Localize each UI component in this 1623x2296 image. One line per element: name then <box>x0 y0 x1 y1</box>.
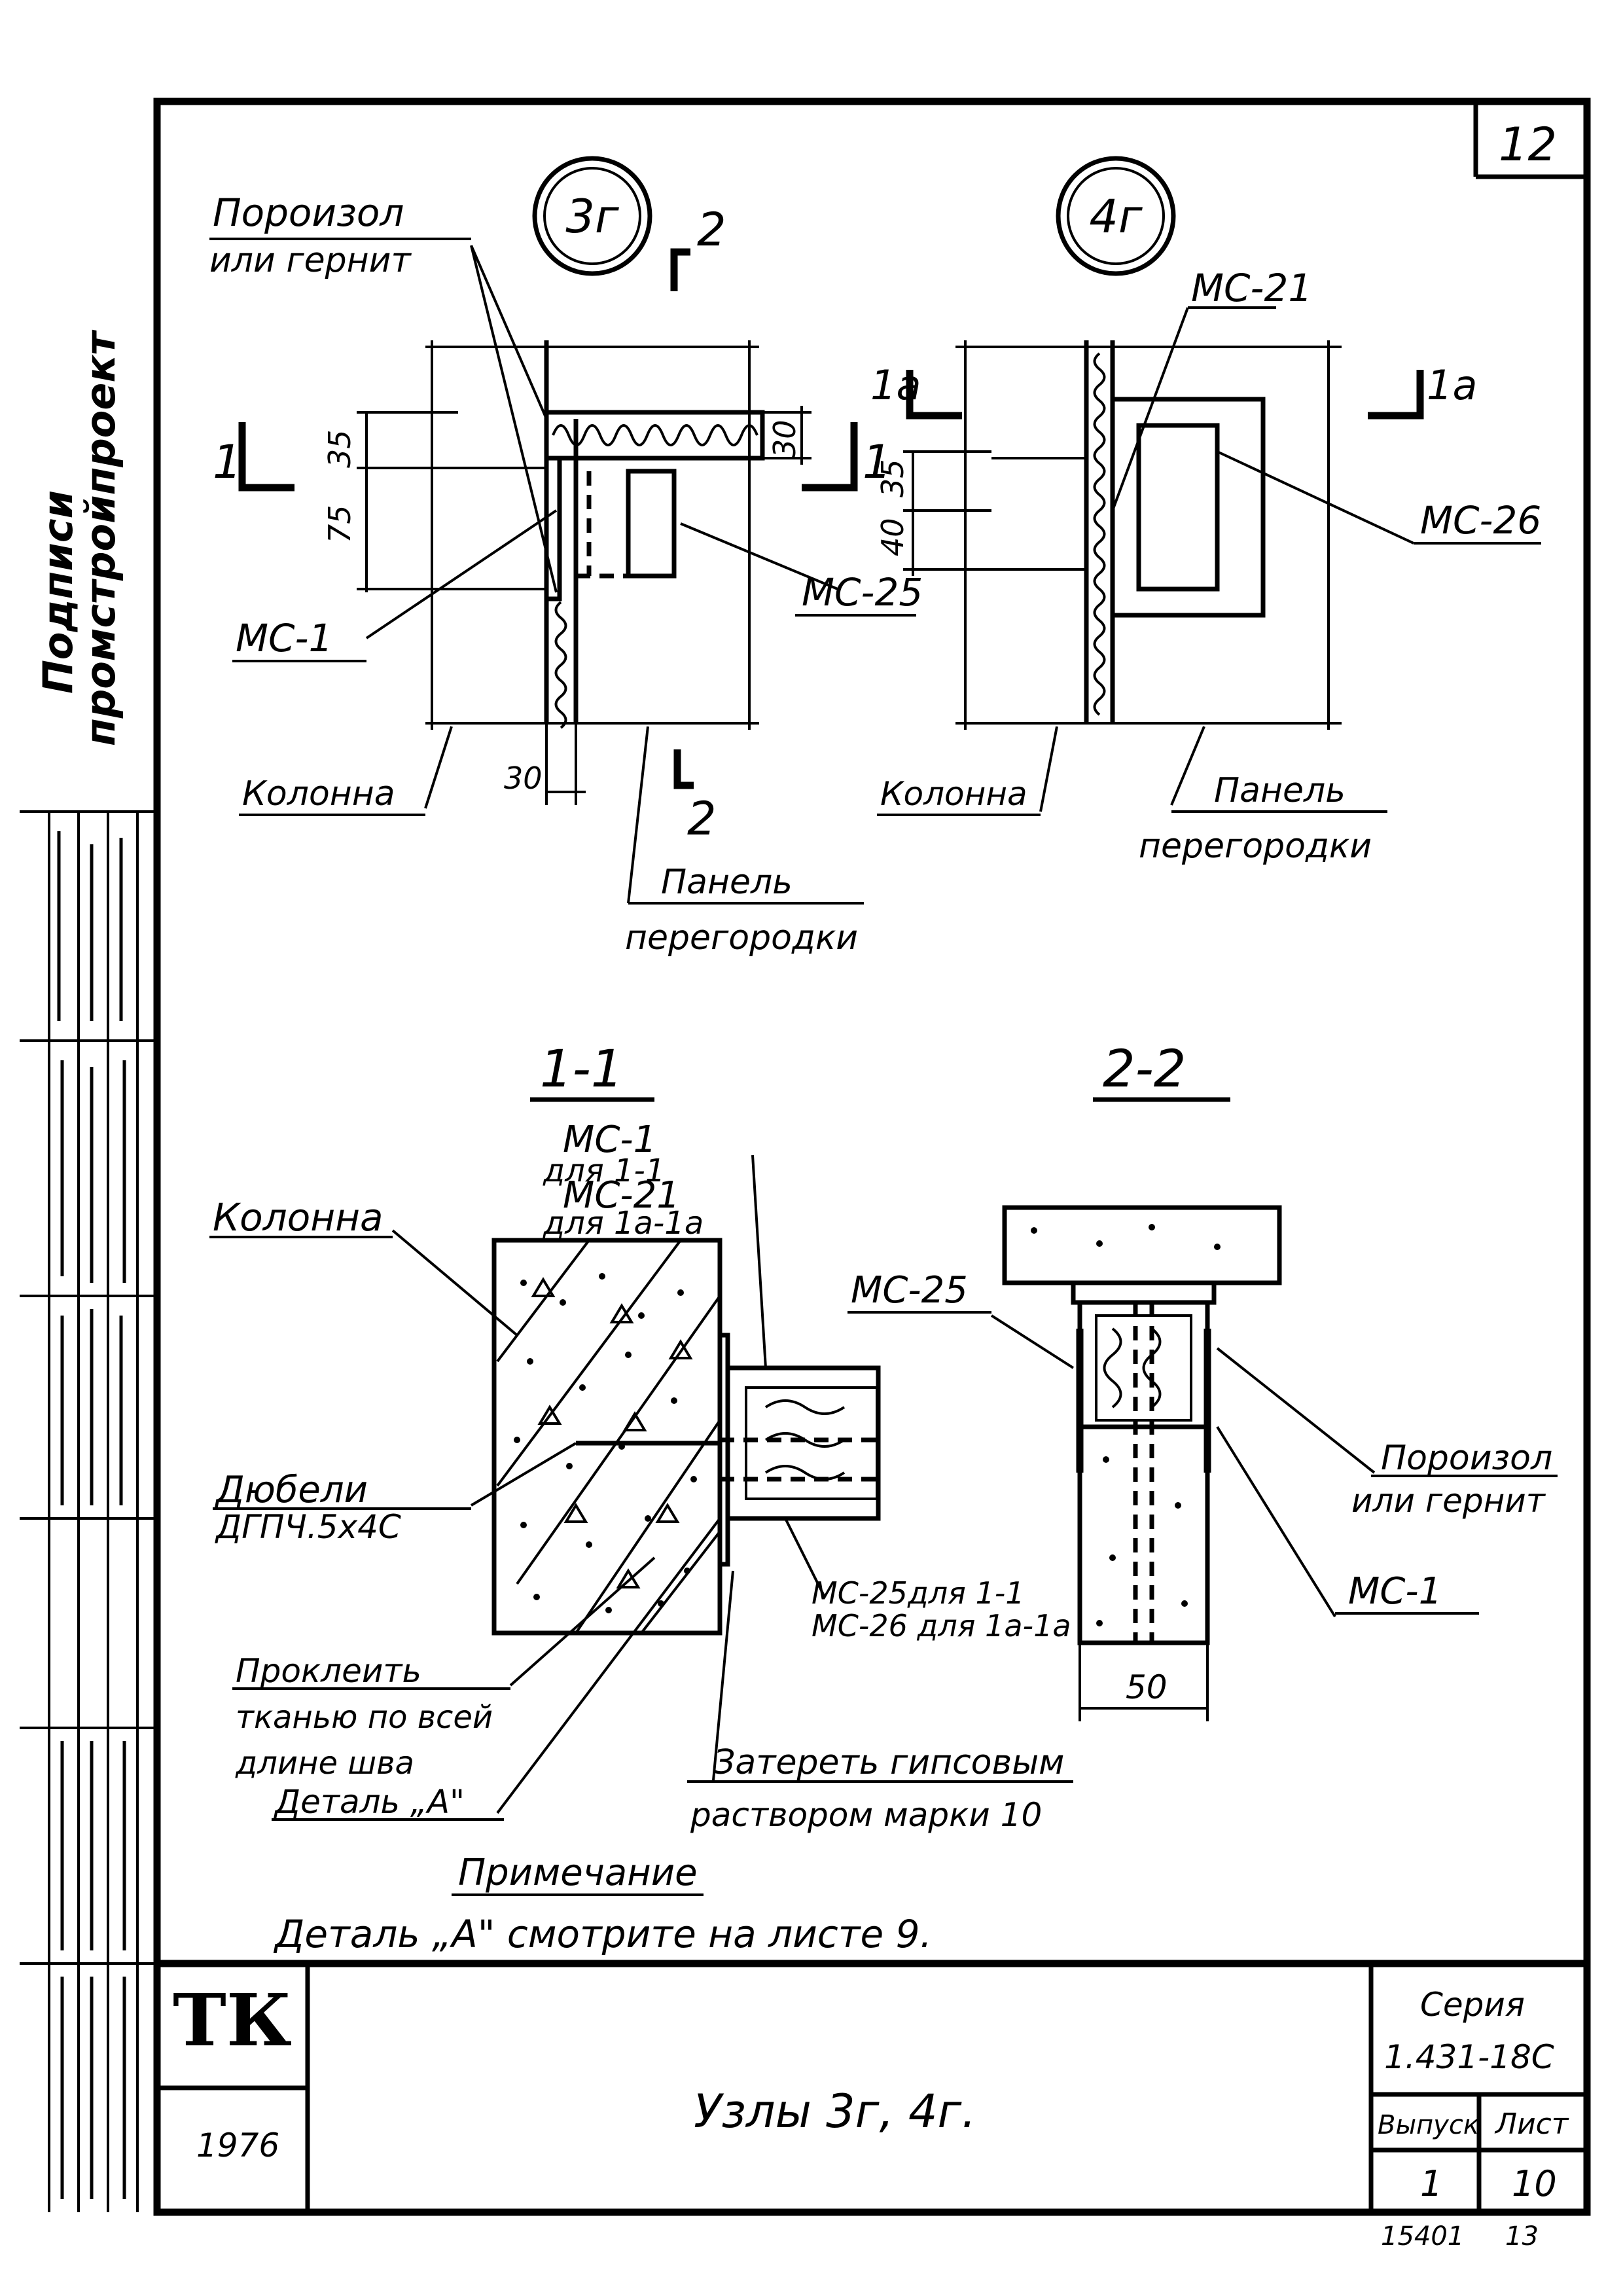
s22-poroizol-1: Пороизол <box>1381 1439 1552 1478</box>
callout-2-bottom: 2 <box>687 792 717 846</box>
label-ms1-3g: МС-1 <box>236 616 332 660</box>
s11-prokl-4: Деталь „А" <box>274 1783 465 1821</box>
s22-ms1: МС-1 <box>1348 1570 1442 1613</box>
title-block-year: 1976 <box>196 2126 279 2164</box>
dim-30-top: 30 <box>767 420 802 458</box>
title-block-vypusk-label: Выпуск <box>1378 2110 1479 2140</box>
s11-dlya1a: для 1a-1a <box>543 1205 704 1242</box>
section-mark-1a-left <box>906 370 962 420</box>
bottom-code: 15401 <box>1381 2221 1464 2251</box>
node-4g-drawing <box>903 306 1541 812</box>
node-4g-badge <box>1056 156 1176 276</box>
side-text-1: Подписи <box>34 490 82 694</box>
s11-dubeli-2: ДГПЧ.5х4С <box>215 1508 401 1546</box>
section-11-title: 1-1 <box>540 1040 623 1099</box>
label-kolonna-4g: Колонна <box>880 775 1027 813</box>
note-text: Деталь „А" смотрите на листе 9. <box>273 1912 932 1956</box>
bottom-num: 13 <box>1505 2221 1539 2251</box>
label-kolonna-3g: Колонна <box>242 774 395 814</box>
side-text-2: промстройпроект <box>77 329 124 746</box>
title-block-vypusk-value: 1 <box>1420 2163 1442 2204</box>
section-22-title: 2-2 <box>1103 1040 1186 1099</box>
section-mark-1a-right <box>1368 370 1424 420</box>
title-block-list-label: Лист <box>1494 2108 1569 2141</box>
section-mark-1-right <box>802 422 858 492</box>
label-panel-3g-1: Панель <box>661 863 793 902</box>
section-mark-1-left <box>238 422 294 492</box>
s11-ms21: МС-21 <box>563 1174 680 1217</box>
section-mark-2-bottom <box>673 749 694 789</box>
node-3g-label: 3г <box>565 190 620 243</box>
title-block-title: Узлы 3г, 4г. <box>694 2085 976 2138</box>
s11-prokl-3: длине шва <box>235 1745 414 1782</box>
side-stamp-strip <box>20 810 157 2212</box>
sheet-number-top: 12 <box>1499 118 1557 171</box>
callout-1a-right: 1a <box>1427 361 1477 409</box>
s11-kolonna: Колонна <box>213 1195 383 1240</box>
s11-ms26dlya: МС-26 для 1a-1a <box>812 1608 1071 1643</box>
s11-zateret-2: раствором марки 10 <box>690 1796 1042 1834</box>
title-block-seria-value: 1.431-18С <box>1384 2038 1554 2076</box>
s11-dubeli-1: Дюбели <box>214 1469 368 1511</box>
dim-40-4g: 40 <box>875 518 910 556</box>
s11-prokl-2: тканью по всей <box>236 1699 493 1736</box>
title-block-list-value: 10 <box>1512 2163 1557 2204</box>
label-panel-4g-1: Панель <box>1214 771 1346 810</box>
sheet-frame <box>153 98 1591 2216</box>
s22-ms25: МС-25 <box>851 1269 968 1312</box>
node-3g-badge <box>532 156 652 276</box>
s22-dim50: 50 <box>1126 1668 1168 1706</box>
dim-30-bottom: 30 <box>504 761 543 796</box>
s22-poroizol-2: или гернит <box>1351 1482 1546 1520</box>
s11-dlya11: для 1-1 <box>543 1153 665 1189</box>
dim-35-3g: 35 <box>322 429 357 468</box>
callout-1-right: 1 <box>863 435 892 489</box>
label-panel-3g-2: перегородки <box>625 918 858 958</box>
label-poroizol-3g-2: или гернит <box>209 241 412 280</box>
callout-2-top: 2 <box>697 203 726 257</box>
dim-75-3g: 75 <box>322 505 357 543</box>
label-ms26: МС-26 <box>1420 498 1541 543</box>
dim-35-4g: 35 <box>875 459 910 497</box>
section-mark-2-top <box>670 248 690 291</box>
label-panel-4g-2: перегородки <box>1139 827 1372 866</box>
callout-1-left: 1 <box>213 435 242 489</box>
s11-prokl-1: Проклеить <box>236 1652 421 1690</box>
s11-ms1: МС-1 <box>563 1119 656 1161</box>
title-block-seria-label: Серия <box>1420 1986 1525 2024</box>
title-block-logo: ТК <box>173 1978 292 2062</box>
label-ms21: МС-21 <box>1191 266 1312 310</box>
node-3g-drawing <box>357 245 864 905</box>
label-poroizol-3g-1: Пороизол <box>213 190 404 235</box>
callout-1a-left: 1a <box>870 361 921 409</box>
node-4g-label: 4г <box>1089 190 1143 243</box>
note-title: Примечание <box>458 1852 698 1894</box>
section-22-drawing <box>990 1205 1376 1721</box>
section-11-drawing <box>391 1155 883 1814</box>
label-ms25-3g: МС-25 <box>802 570 923 615</box>
s11-zateret-1: Затереть гипсовым <box>713 1743 1064 1782</box>
s11-ms25dlya: МС-25для 1-1 <box>812 1575 1025 1611</box>
